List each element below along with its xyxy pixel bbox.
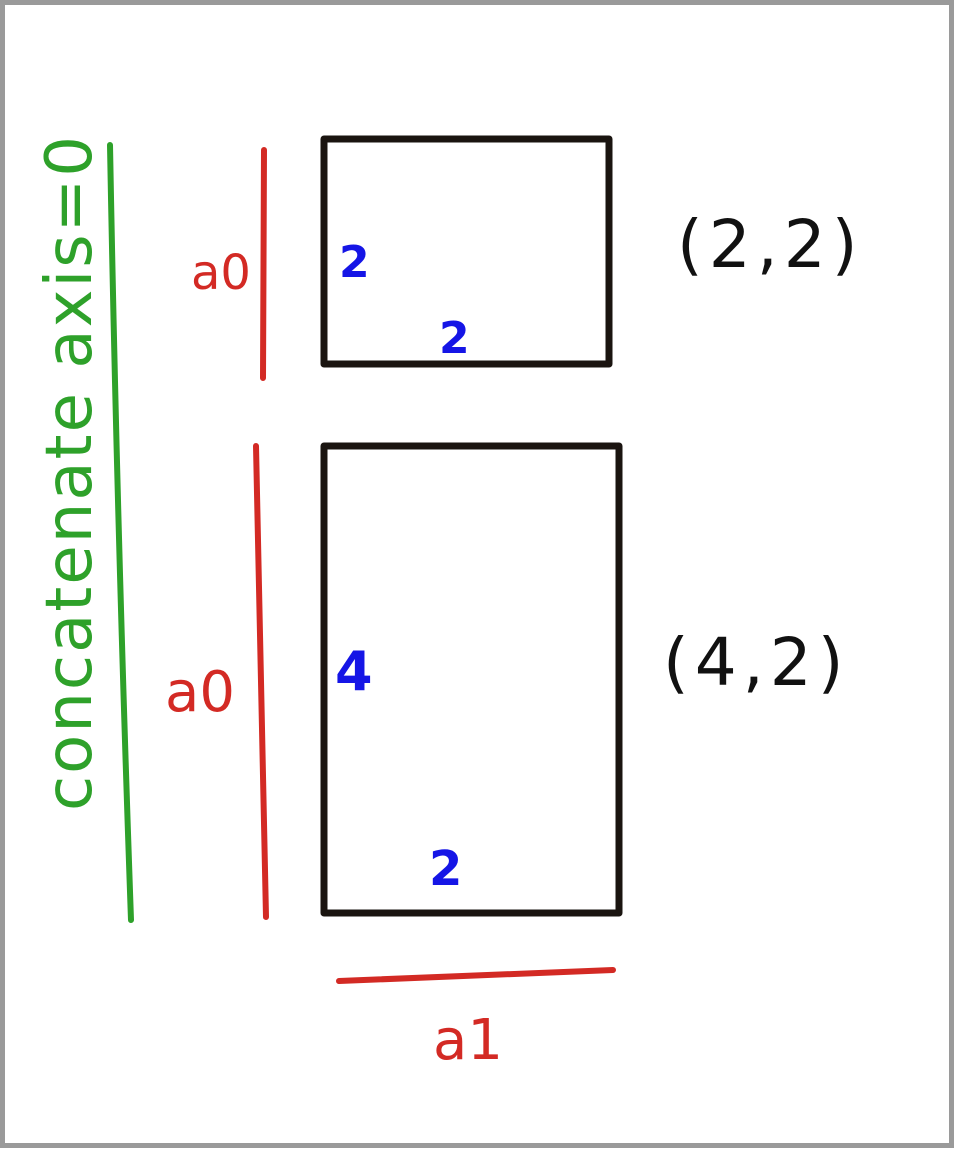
top-rows-dim-line <box>260 147 267 381</box>
bottom-cols-value: 2 <box>429 841 462 897</box>
bottom-rows-axis-label: a0 <box>165 660 235 725</box>
bottom-rows-dim-line <box>253 443 269 920</box>
top-array-box <box>320 135 613 368</box>
cols-axis-label: a1 <box>433 1008 503 1073</box>
top-rows-value: 2 <box>339 237 370 288</box>
concat-axis-line <box>107 142 134 923</box>
bottom-rows-value: 4 <box>335 640 373 703</box>
concat-axis-label: concatenate axis=0 <box>33 134 107 811</box>
bottom-shape-label: (4,2) <box>663 624 849 701</box>
top-shape-label: (2,2) <box>677 206 863 283</box>
top-rows-axis-label: a0 <box>191 245 251 301</box>
cols-dim-line <box>336 967 616 984</box>
bottom-array-box <box>320 442 623 917</box>
top-cols-value: 2 <box>439 313 470 364</box>
concatenate-diagram: concatenate axis=0 a0 2 2 (2,2) a0 4 2 (… <box>33 134 863 1073</box>
